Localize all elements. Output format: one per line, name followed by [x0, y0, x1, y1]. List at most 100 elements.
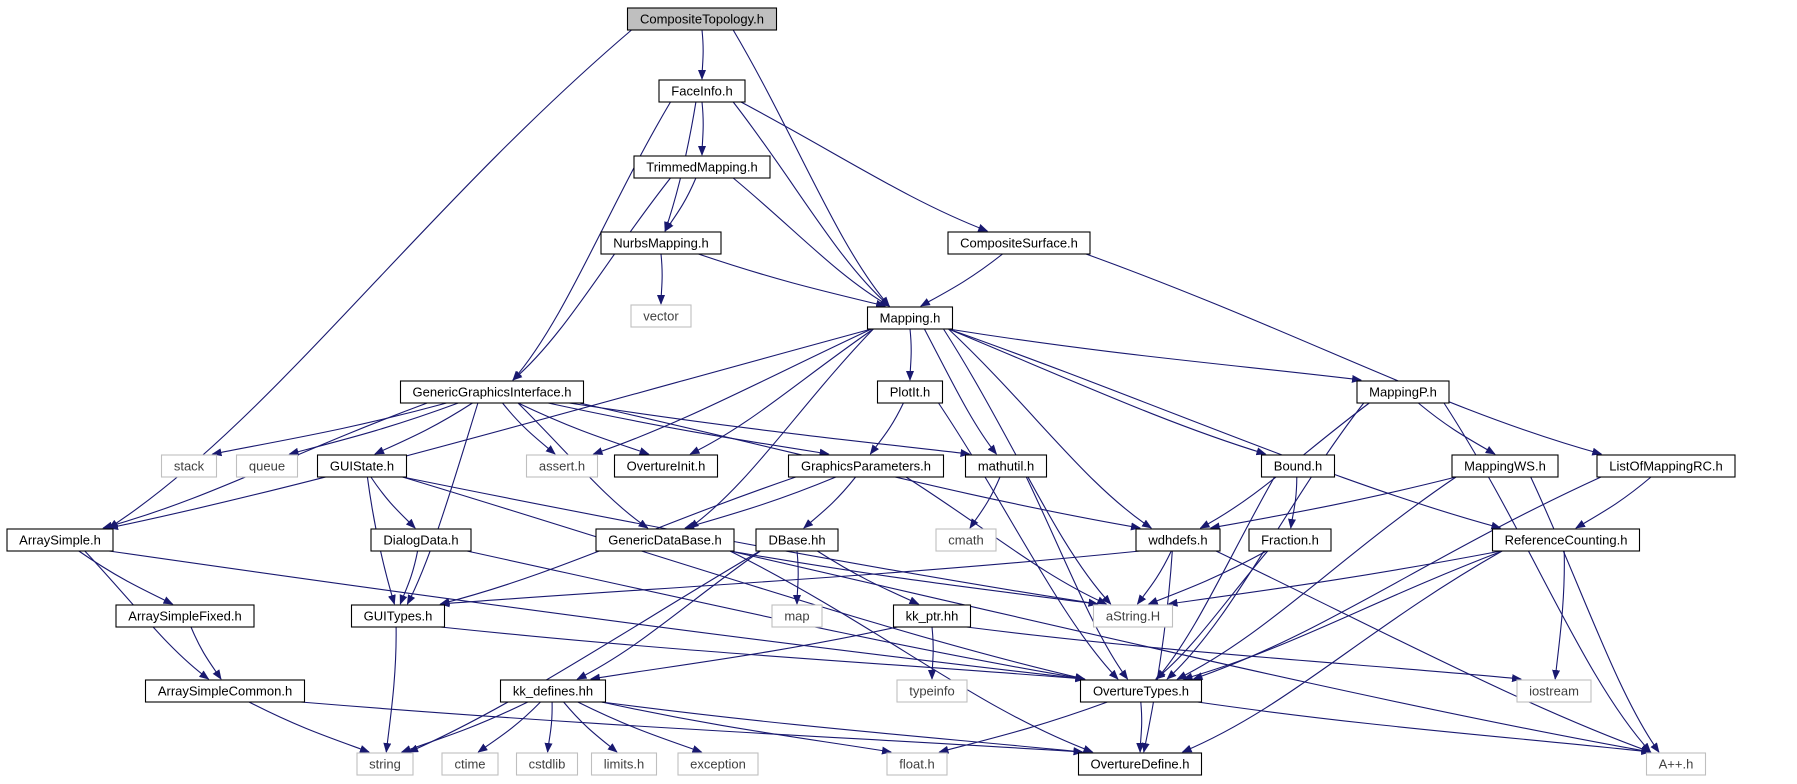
edge-ReferenceCounting-to-OvertureDefine	[1181, 550, 1503, 753]
node-OvertureTypes[interactable]: OvertureTypes.h	[1079, 679, 1203, 703]
node-FaceInfo[interactable]: FaceInfo.h	[658, 79, 746, 103]
node-box	[1135, 528, 1221, 552]
edge-CompositeTopology-to-Mapping	[732, 29, 890, 307]
node-MappingWS[interactable]: MappingWS.h	[1451, 454, 1559, 478]
edge-DBase-to-kk_defines	[576, 550, 761, 680]
node-ArraySimpleCommon[interactable]: ArraySimpleCommon.h	[144, 679, 306, 703]
edge-Mapping-to-aString	[943, 328, 1112, 605]
edge-Mapping-to-MappingP	[948, 328, 1362, 383]
edge-Mapping-to-ReferenceCounting	[948, 328, 1502, 530]
node-Mapping[interactable]: Mapping.h	[866, 306, 954, 330]
node-CompositeSurface[interactable]: CompositeSurface.h	[947, 231, 1091, 255]
edge-mathutil-to-OvertureTypes	[1025, 476, 1129, 680]
node-label: DialogData.h	[383, 533, 458, 548]
node-OvertureInit[interactable]: OvertureInit.h	[613, 454, 719, 478]
node-PlotIt[interactable]: PlotIt.h	[876, 380, 944, 404]
edge-GUIState-to-DialogData	[370, 476, 416, 529]
node-box	[886, 752, 948, 776]
node-wdhdefs[interactable]: wdhdefs.h	[1135, 528, 1221, 552]
node-TrimmedMapping[interactable]: TrimmedMapping.h	[633, 155, 771, 179]
node-box	[892, 604, 972, 628]
node-exception: exception	[677, 752, 759, 776]
node-GUITypes[interactable]: GUITypes.h	[350, 604, 446, 628]
node-App: A++.h	[1645, 752, 1707, 776]
node-label: TrimmedMapping.h	[646, 160, 758, 175]
edge-GenericDataBase-to-App	[729, 550, 1652, 755]
node-box	[1248, 528, 1332, 552]
node-box	[964, 454, 1048, 478]
edge-PlotIt-to-GraphicsParameters	[869, 402, 904, 455]
node-GenericGraphicsInterface[interactable]: GenericGraphicsInterface.h	[399, 380, 585, 404]
edge-kk_defines-to-float	[601, 701, 892, 755]
node-ListOfMappingRC[interactable]: ListOfMappingRC.h	[1596, 454, 1736, 478]
node-label: Fraction.h	[1261, 533, 1319, 548]
node-aString: aString.H	[1092, 604, 1174, 628]
node-GenericDataBase[interactable]: GenericDataBase.h	[595, 528, 735, 552]
node-ArraySimpleFixed[interactable]: ArraySimpleFixed.h	[115, 604, 255, 628]
edge-ReferenceCounting-to-iostream	[1552, 550, 1565, 680]
edge-GenericGraphicsInterface-to-queue	[288, 402, 459, 456]
node-box	[356, 752, 414, 776]
edge-ReferenceCounting-to-aString	[1167, 550, 1502, 607]
node-GUIState[interactable]: GUIState.h	[316, 454, 408, 478]
node-label: ctime	[454, 757, 485, 772]
node-box	[399, 380, 585, 404]
node-box	[1092, 604, 1174, 628]
node-label: FaceInfo.h	[671, 84, 732, 99]
node-CompositeTopology[interactable]: CompositeTopology.h	[626, 7, 778, 31]
node-label: map	[784, 609, 809, 624]
edge-MappingP-to-MappingWS	[1417, 402, 1496, 455]
edge-NurbsMapping-to-Mapping	[698, 253, 887, 308]
node-DBase[interactable]: DBase.hh	[755, 528, 839, 552]
node-cstdlib: cstdlib	[515, 752, 579, 776]
edge-FaceInfo-to-Mapping	[732, 101, 890, 307]
edge-CompositeSurface-to-Mapping	[920, 253, 1003, 307]
edge-mathutil-to-cmath	[969, 476, 1001, 529]
node-OvertureDefine[interactable]: OvertureDefine.h	[1077, 752, 1203, 776]
node-NurbsMapping[interactable]: NurbsMapping.h	[600, 231, 722, 255]
node-label: ArraySimpleCommon.h	[158, 684, 292, 699]
node-box	[1596, 454, 1736, 478]
node-mathutil[interactable]: mathutil.h	[964, 454, 1048, 478]
node-label: kk_ptr.hh	[906, 609, 959, 624]
node-MappingP[interactable]: MappingP.h	[1356, 380, 1450, 404]
node-box	[630, 304, 692, 328]
edge-ArraySimpleCommon-to-OvertureDefine	[300, 701, 1084, 756]
node-Fraction[interactable]: Fraction.h	[1248, 528, 1332, 552]
node-box	[1356, 380, 1450, 404]
node-box	[600, 231, 722, 255]
edge-wdhdefs-to-GUITypes	[439, 550, 1141, 608]
node-box	[1079, 679, 1203, 703]
node-label: vector	[643, 309, 679, 324]
node-label: DBase.hh	[768, 533, 825, 548]
node-typeinfo: typeinfo	[896, 679, 968, 703]
node-label: GUIState.h	[330, 459, 394, 474]
node-label: NurbsMapping.h	[613, 236, 708, 251]
node-GraphicsParameters[interactable]: GraphicsParameters.h	[787, 454, 945, 478]
edge-DBase-to-map	[793, 550, 802, 605]
edge-Fraction-to-aString	[1147, 550, 1267, 605]
node-kk_ptr[interactable]: kk_ptr.hh	[892, 604, 972, 628]
node-DialogData[interactable]: DialogData.h	[370, 528, 472, 552]
node-box	[896, 679, 968, 703]
edge-NurbsMapping-to-vector	[657, 253, 666, 305]
node-label: typeinfo	[909, 684, 955, 699]
edge-Mapping-to-assert	[592, 328, 872, 455]
edge-OvertureTypes-to-App	[1197, 701, 1652, 755]
edge-GenericGraphicsInterface-to-GUIState	[374, 402, 473, 455]
node-label: OvertureDefine.h	[1091, 757, 1190, 772]
node-ArraySimple[interactable]: ArraySimple.h	[6, 528, 114, 552]
node-label: GraphicsParameters.h	[801, 459, 931, 474]
edge-kk_defines-to-cstdlib	[544, 701, 553, 753]
edge-GenericGraphicsInterface-to-stack	[211, 402, 447, 457]
node-ReferenceCounting[interactable]: ReferenceCounting.h	[1491, 528, 1641, 552]
node-label: A++.h	[1659, 757, 1694, 772]
edge-CompositeTopology-to-ArraySimple	[108, 29, 632, 529]
edge-Mapping-to-mathutil	[923, 328, 998, 455]
node-kk_defines[interactable]: kk_defines.hh	[499, 679, 607, 703]
node-box	[144, 679, 306, 703]
node-label: ArraySimple.h	[19, 533, 101, 548]
node-Bound[interactable]: Bound.h	[1260, 454, 1336, 478]
edge-GenericDataBase-to-OvertureDefine	[729, 550, 1094, 753]
node-label: stack	[174, 459, 205, 474]
